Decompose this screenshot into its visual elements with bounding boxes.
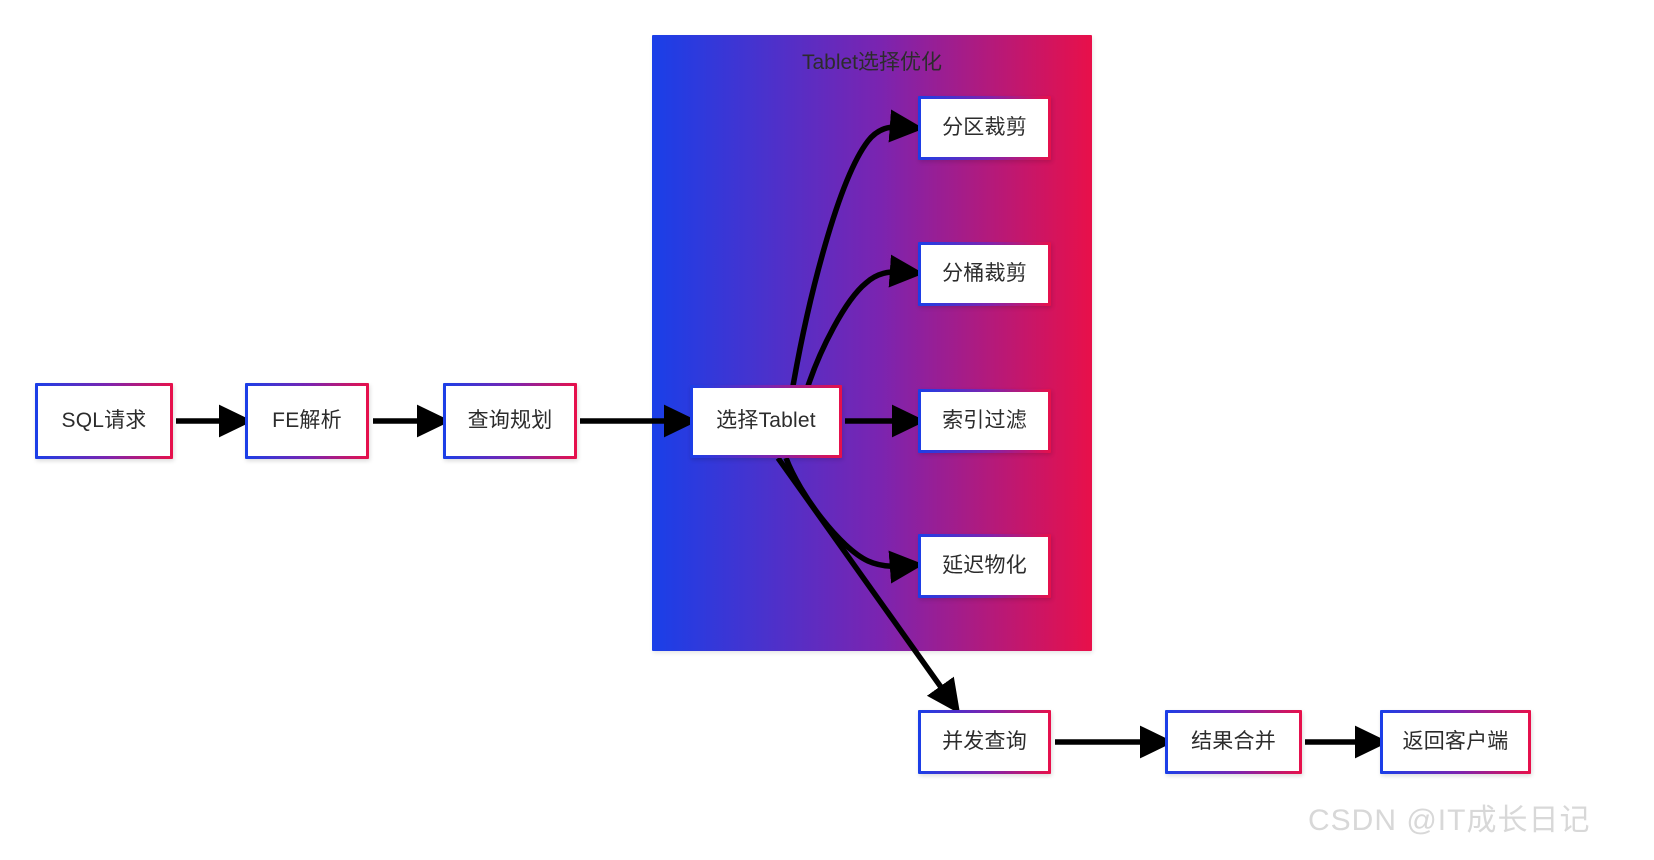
node-index-filter[interactable]: 索引过滤 bbox=[918, 389, 1051, 453]
node-lazy-materialize[interactable]: 延迟物化 bbox=[918, 534, 1051, 598]
node-bucket-prune[interactable]: 分桶裁剪 bbox=[918, 242, 1051, 306]
csdn-watermark: CSDN @IT成长日记 bbox=[1308, 804, 1591, 837]
node-select-tablet[interactable]: 选择Tablet bbox=[690, 385, 842, 458]
node-partition-prune[interactable]: 分区裁剪 bbox=[918, 96, 1051, 160]
node-merge-results[interactable]: 结果合并 bbox=[1165, 710, 1302, 774]
node-return-client[interactable]: 返回客户端 bbox=[1380, 710, 1531, 774]
node-fe-parse[interactable]: FE解析 bbox=[245, 383, 369, 459]
node-query-plan[interactable]: 查询规划 bbox=[443, 383, 577, 459]
node-concurrent-query[interactable]: 并发查询 bbox=[918, 710, 1051, 774]
group-title-tablet-optimization: Tablet选择优化 bbox=[801, 51, 943, 74]
node-sql-request[interactable]: SQL请求 bbox=[35, 383, 173, 459]
